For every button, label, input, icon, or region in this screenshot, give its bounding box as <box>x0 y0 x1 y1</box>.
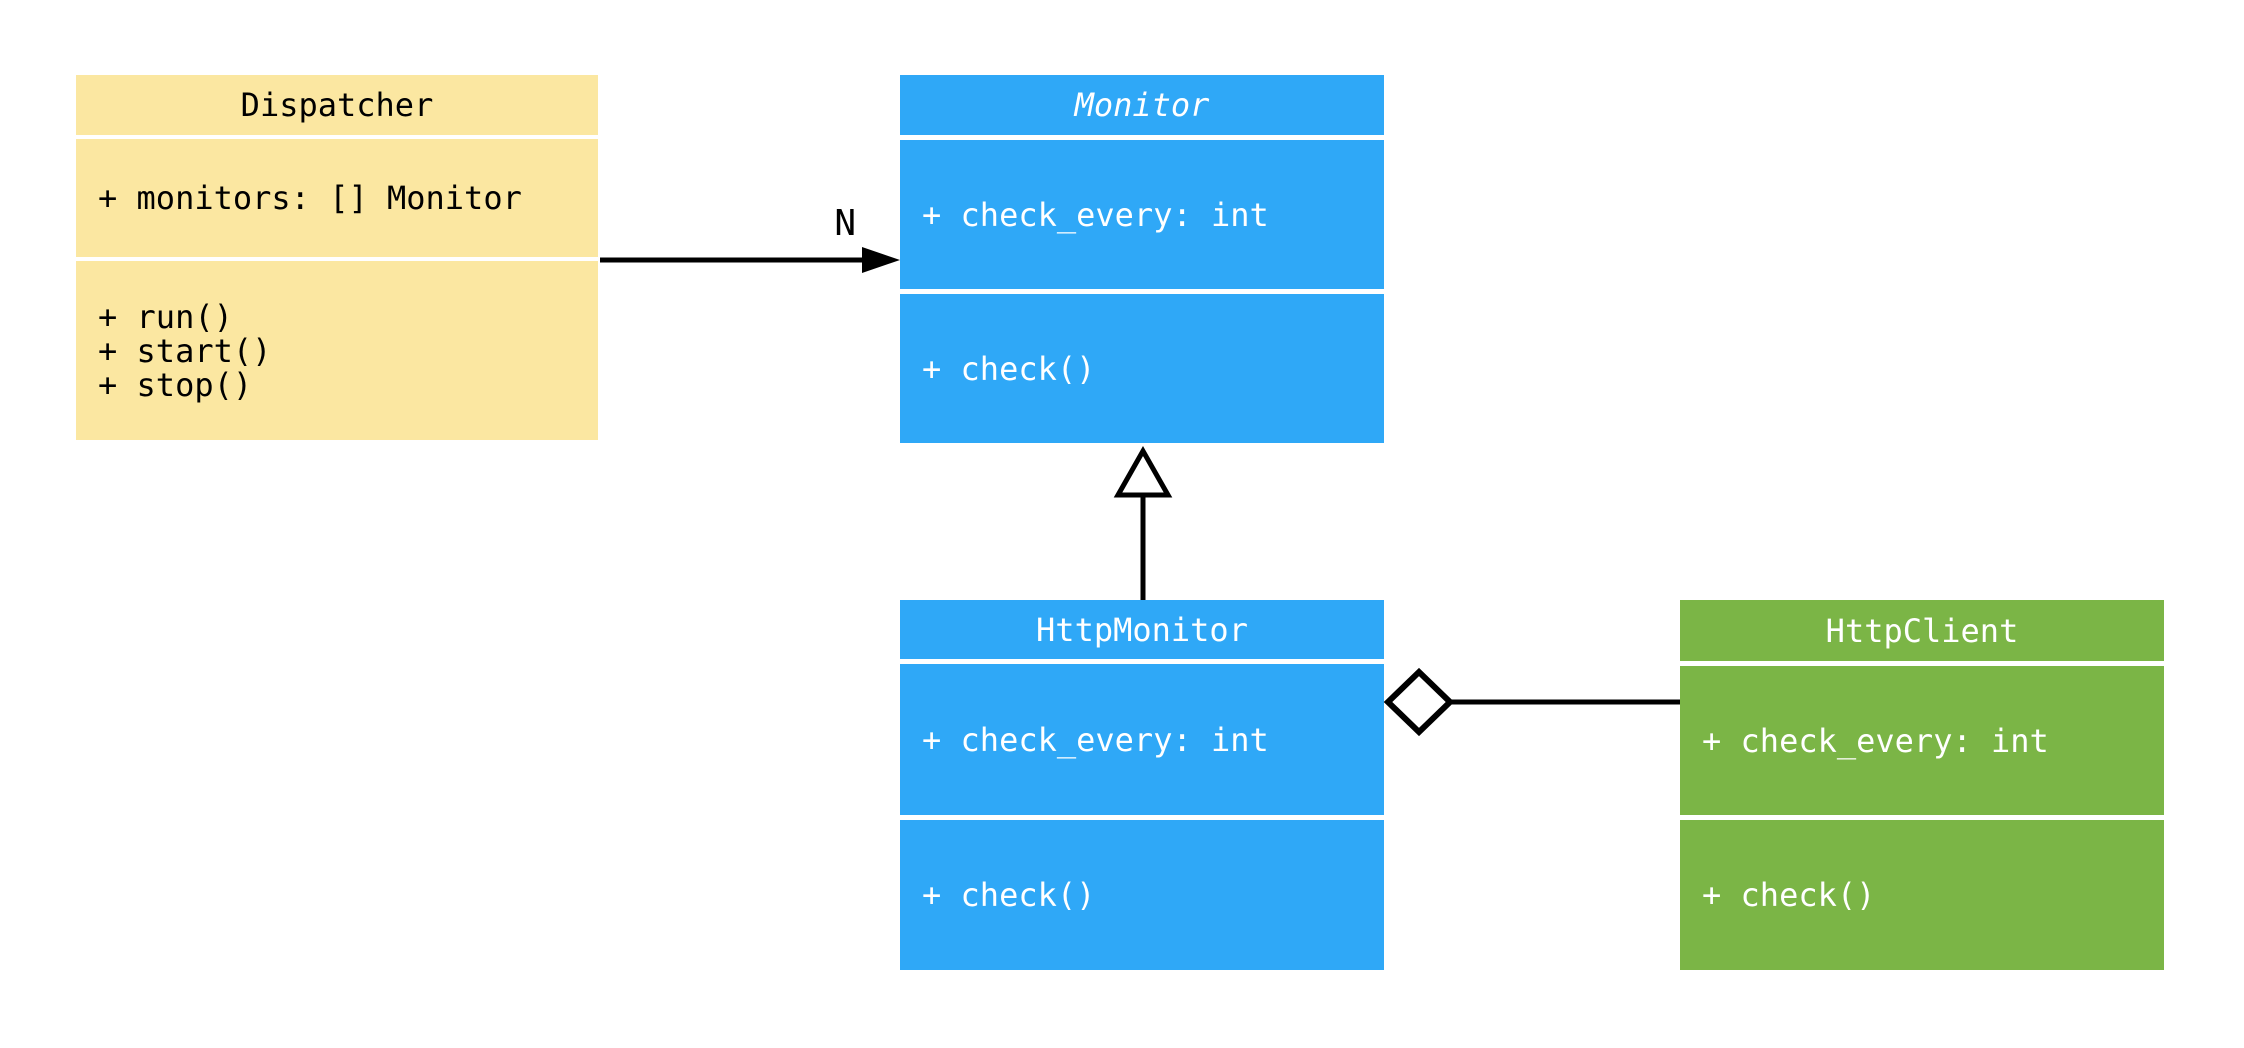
class-methods-monitor: + check() <box>900 294 1384 443</box>
class-title-httpclient: HttpClient <box>1680 600 2164 661</box>
class-box-httpclient: HttpClient + check_every: int + check() <box>1680 600 2164 970</box>
attribute-item: + check_every: int <box>1702 721 2049 760</box>
class-methods-httpclient: + check() <box>1680 820 2164 970</box>
class-attributes-httpclient: + check_every: int <box>1680 666 2164 815</box>
attribute-item: + monitors: [] Monitor <box>98 179 522 217</box>
attribute-item: + check_every: int <box>922 720 1269 759</box>
class-attributes-dispatcher: + monitors: [] Monitor <box>76 139 598 257</box>
inheritance-triangle-icon <box>1113 445 1173 498</box>
class-title-dispatcher: Dispatcher <box>76 75 598 135</box>
method-item: + check() <box>922 876 1096 914</box>
class-methods-dispatcher: + run() + start() + stop() <box>76 261 598 440</box>
class-attributes-monitor: + check_every: int <box>900 140 1384 289</box>
class-box-monitor: Monitor + check_every: int + check() <box>900 75 1384 443</box>
inheritance-arrow-httpmonitor-monitor <box>1113 445 1173 600</box>
attribute-item: + check_every: int <box>922 195 1269 234</box>
class-box-dispatcher: Dispatcher + monitors: [] Monitor + run(… <box>76 75 598 440</box>
method-item: + stop() <box>98 365 253 404</box>
method-item: + check() <box>922 349 1096 388</box>
association-multiplicity-label: N <box>834 203 856 244</box>
association-arrow-dispatcher-monitor <box>600 247 900 273</box>
method-item: + check() <box>1702 876 1876 914</box>
class-title-httpmonitor: HttpMonitor <box>900 600 1384 659</box>
class-attributes-httpmonitor: + check_every: int <box>900 664 1384 815</box>
method-item: + start() <box>98 331 272 370</box>
class-title-monitor: Monitor <box>900 75 1384 135</box>
aggregation-link-httpmonitor-httpclient <box>1383 667 1680 737</box>
method-item: + run() <box>98 297 233 336</box>
class-box-httpmonitor: HttpMonitor + check_every: int + check() <box>900 600 1384 970</box>
class-methods-httpmonitor: + check() <box>900 820 1384 970</box>
association-arrowhead-icon <box>862 247 900 273</box>
aggregation-diamond-icon <box>1383 667 1455 737</box>
